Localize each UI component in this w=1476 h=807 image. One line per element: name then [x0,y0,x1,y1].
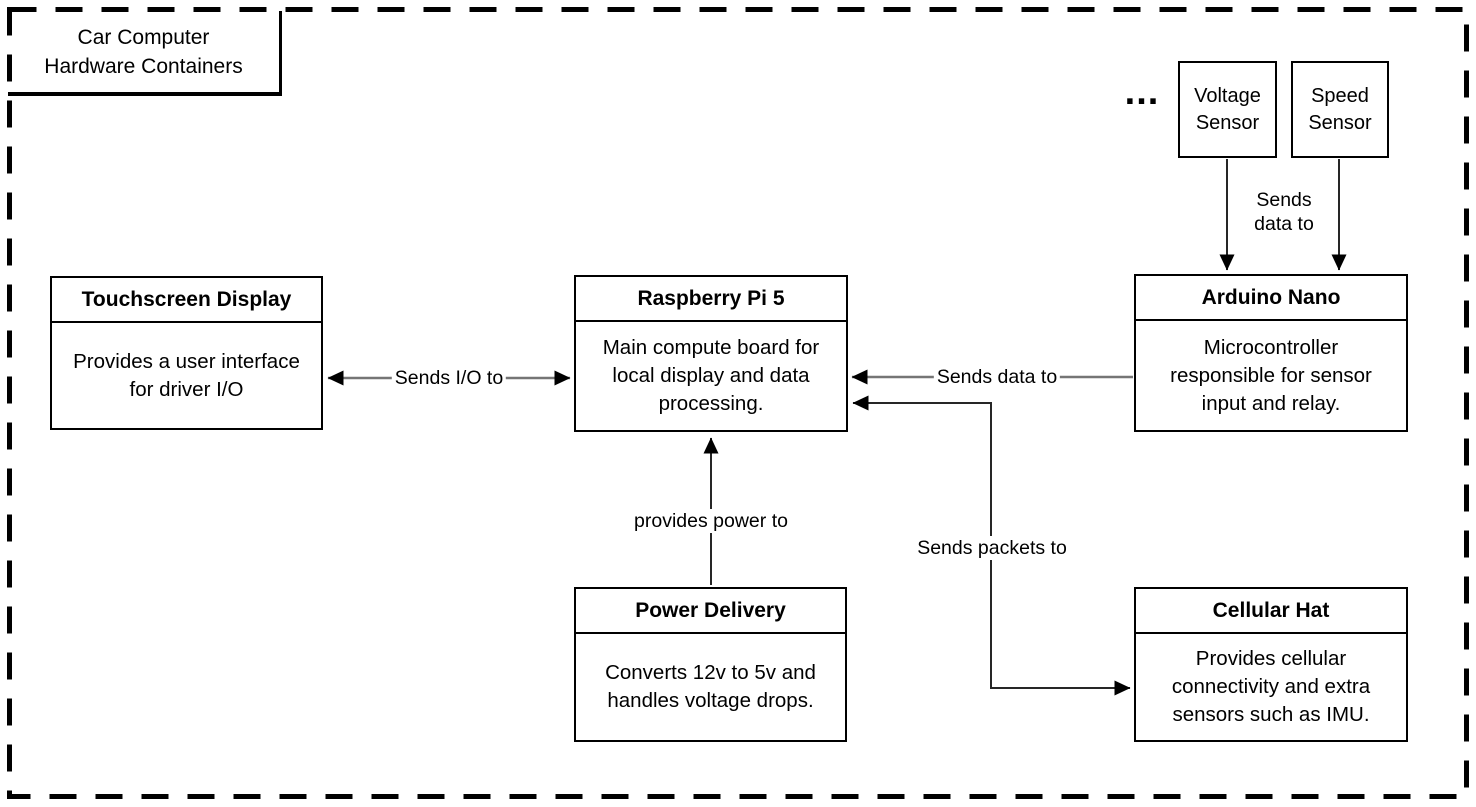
node-speed-sensor-title: Speed Sensor [1308,84,1372,134]
diagram-title-box: Car Computer Hardware Containers [8,11,282,96]
node-cellular-hat-body: Provides cellular connectivity and extra… [1136,634,1406,740]
node-voltage-sensor-title: Voltage Sensor [1194,84,1261,134]
node-arduino-nano-title: Arduino Nano [1201,285,1341,309]
edge-label-sends-data-to: Sends data to [933,365,1061,389]
node-power-delivery-header: Power Delivery [576,589,845,634]
node-raspberry-pi-header: Raspberry Pi 5 [576,277,846,322]
node-arduino-nano-body: Microcontroller responsible for sensor i… [1136,321,1406,430]
more-sensors-ellipsis: ... [1124,71,1160,113]
node-touchscreen-display-description: Provides a user interface for driver I/O [73,349,300,401]
node-power-delivery-body: Converts 12v to 5v and handles voltage d… [576,634,845,740]
edge-label-sends-packets-to: Sends packets to [914,536,1070,560]
node-raspberry-pi-description: Main compute board for local display and… [602,336,820,415]
edge-label-sensors-send-data-to: Sends data to [1242,188,1326,236]
node-arduino-nano-description: Microcontroller responsible for sensor i… [1170,335,1372,415]
node-raspberry-pi: Raspberry Pi 5 Main compute board for lo… [574,275,848,432]
node-cellular-hat-title: Cellular Hat [1212,598,1330,622]
node-touchscreen-display-title: Touchscreen Display [81,287,292,311]
node-arduino-nano: Arduino Nano Microcontroller responsible… [1134,274,1408,432]
edge-label-sends-io-to: Sends I/O to [391,366,507,390]
node-voltage-sensor: Voltage Sensor [1178,61,1277,158]
node-power-delivery: Power Delivery Converts 12v to 5v and ha… [574,587,847,742]
node-arduino-nano-header: Arduino Nano [1136,276,1406,321]
node-power-delivery-description: Converts 12v to 5v and handles voltage d… [605,661,816,712]
node-cellular-hat: Cellular Hat Provides cellular connectiv… [1134,587,1408,742]
node-raspberry-pi-body: Main compute board for local display and… [576,322,846,430]
node-touchscreen-display-body: Provides a user interface for driver I/O [52,323,321,428]
node-touchscreen-display-header: Touchscreen Display [52,278,321,323]
node-raspberry-pi-title: Raspberry Pi 5 [637,286,785,310]
edge-label-provides-power-to: provides power to [631,509,791,533]
node-speed-sensor: Speed Sensor [1291,61,1389,158]
node-power-delivery-title: Power Delivery [635,598,786,622]
node-touchscreen-display: Touchscreen Display Provides a user inte… [50,276,323,430]
diagram-title: Car Computer Hardware Containers [44,25,243,78]
node-cellular-hat-description: Provides cellular connectivity and extra… [1171,647,1371,726]
node-cellular-hat-header: Cellular Hat [1136,589,1406,634]
